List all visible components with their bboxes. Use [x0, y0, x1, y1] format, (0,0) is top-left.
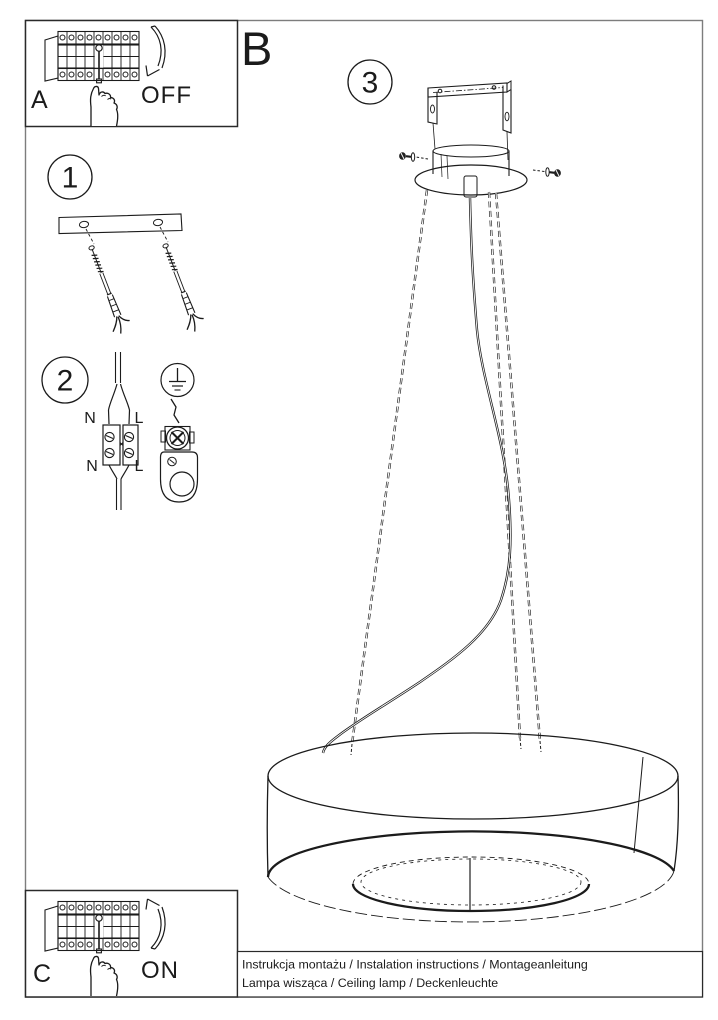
ground-terminal-icon [159, 425, 199, 503]
step-3-section: 3 [321, 59, 561, 756]
lamp-shade-icon [266, 732, 680, 923]
shade-seam-line [633, 756, 644, 854]
section-a-label: A [31, 86, 48, 114]
ground-symbol-icon [160, 362, 195, 398]
section-b-label: B [241, 22, 272, 75]
section-a-panel: A OFF [24, 19, 239, 128]
step-1-section: 1 [47, 154, 208, 337]
canopy-screw-left-icon [399, 152, 429, 162]
ceiling-bracket-icon [427, 80, 512, 161]
section-c-panel: C ON [24, 889, 239, 998]
curved-arrow-up-icon [145, 898, 166, 950]
canopy-screw-right-icon [532, 167, 561, 177]
ground-wire [170, 398, 180, 424]
power-cord-icon [321, 197, 512, 754]
suspension-wire-icon [350, 189, 542, 756]
caption-box: Instrukcja montażu / Instalation instruc… [236, 950, 704, 998]
terminal-block-icon [102, 352, 139, 510]
step-2-number: 2 [57, 365, 74, 398]
canopy-icon [414, 144, 528, 198]
bottom-ring-edge [351, 883, 591, 913]
step-2-badge [41, 356, 89, 404]
section-a-box [24, 19, 239, 128]
page-frame [24, 19, 704, 998]
mounting-bracket-drawing [58, 213, 183, 235]
wire-label-l-top: L [135, 410, 144, 427]
cord-grip [463, 175, 478, 198]
section-c-label: C [33, 960, 51, 988]
step-2-section: 2 N L N L [41, 352, 199, 510]
wire-label-n-top: N [84, 410, 96, 427]
caption-line-2: Lampa wisząca / Ceiling lamp / Deckenleu… [242, 976, 498, 990]
curved-arrow-down-icon [145, 25, 166, 77]
step-1-number: 1 [62, 162, 79, 195]
leader-line [159, 226, 169, 243]
on-label: ON [141, 957, 179, 984]
step-3-number: 3 [362, 67, 379, 100]
section-c-box [24, 889, 239, 998]
off-label: OFF [141, 82, 192, 109]
step-3-badge [347, 59, 393, 105]
caption-line-1: Instrukcja montażu / Instalation instruc… [242, 958, 588, 972]
wire-label-l-bottom: L [135, 458, 144, 475]
step-1-badge [47, 154, 93, 200]
leader-line [85, 228, 95, 245]
wire-label-n-bottom: N [86, 458, 98, 475]
